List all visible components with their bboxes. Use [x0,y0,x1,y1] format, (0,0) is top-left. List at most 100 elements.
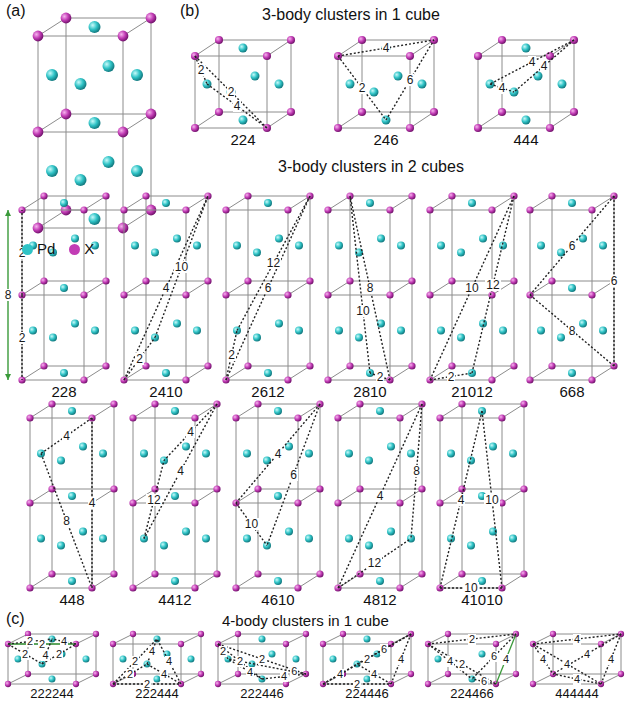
lattice-cell [474,36,578,132]
cell-edge [478,112,502,128]
cell-edge [22,210,84,211]
x-atom [102,362,109,369]
cell-edge [22,366,44,380]
cell-edge [338,489,360,503]
pd-atom [91,327,99,335]
pd-atom [599,242,607,250]
cell-edge [248,281,310,282]
cell-edge [533,644,601,645]
x-atom [358,108,366,116]
cell-edge [124,366,146,380]
cell-edge [298,489,320,503]
cell-edge [8,684,76,685]
pd-atom [68,407,76,415]
pd-atom [558,80,567,89]
cell-edge [226,380,288,381]
cell-edge [218,634,238,644]
cell-edge [338,56,339,128]
pd-atom [68,577,76,585]
cell-edge [390,281,412,295]
x-atom [48,570,55,577]
x-atom [510,277,517,284]
distance-label: 8 [568,325,577,337]
cluster-name: 4812 [363,591,396,608]
pd-atom [435,656,442,663]
x-atom [306,277,313,284]
x-atom [448,277,455,284]
cell-edge [592,366,614,380]
cluster-bond [124,338,155,381]
pd-atom [131,165,143,177]
legend-text: X [84,240,94,257]
pd-atom [46,165,58,177]
distance-label: 2 [21,649,29,660]
x-atom [284,376,291,383]
pd-atom [243,450,251,458]
x-atom [408,671,414,677]
pd-atom [355,334,363,342]
cluster-lines [41,418,92,588]
x-atom [324,206,331,213]
cell-edge [195,40,219,56]
pd-atom [557,334,565,342]
pd-atom [251,72,260,81]
cell-edge [391,644,392,684]
cluster-name: 41010 [461,591,503,608]
pd-atom [335,327,343,335]
pd-atom [182,443,190,451]
pd-atom [457,249,465,257]
cell-edge [430,210,492,211]
cell-edge [462,489,524,490]
cell-edge [338,112,362,128]
cluster-lines [430,196,514,380]
cluster-lines [195,56,267,128]
x-atom [430,108,438,116]
section-title: 3-body clusters in 2 cubes [278,158,464,176]
x-atom [287,36,295,44]
cell-edge [52,574,114,575]
lattice-cell [215,631,309,687]
pd-atom [239,116,248,125]
cluster-bond [496,634,516,684]
pd-atom [509,535,517,543]
cell-edge [195,489,217,503]
cell-edge [84,366,106,380]
cell-edge [133,574,155,588]
x-atom [324,291,331,298]
x-atom [80,291,87,298]
x-atom [40,277,47,284]
cell-edge [186,366,208,380]
pd-atom [397,327,405,335]
cluster-bond [553,634,621,674]
x-atom [334,414,341,421]
cell-edge [30,574,52,588]
cluster-bond [428,644,472,679]
pd-atom [75,78,87,90]
cell-edge [502,574,524,588]
cell-edge [226,281,248,295]
cell-edge [298,574,320,588]
cluster-lines [226,196,310,380]
x-atom [244,277,251,284]
cell-edge [258,574,320,575]
lattice-cell [436,400,527,591]
x-atom [26,499,33,506]
x-atom [520,400,527,407]
cell-edge [400,489,422,503]
cell-edge [76,634,96,644]
x-atom [418,485,425,492]
cluster-bond [411,404,422,539]
x-atom [408,192,415,199]
cell-edge [22,281,44,295]
cell-edge [533,644,534,684]
x-atom [346,277,353,284]
x-atom [294,499,301,506]
pd-atom [345,450,353,458]
x-atom [25,671,31,677]
cell-edge [181,674,201,684]
x-atom [244,192,251,199]
pd-atom [364,636,371,643]
pd-atom [274,492,282,500]
pd-atom [253,334,261,342]
cluster-bond [440,411,482,588]
